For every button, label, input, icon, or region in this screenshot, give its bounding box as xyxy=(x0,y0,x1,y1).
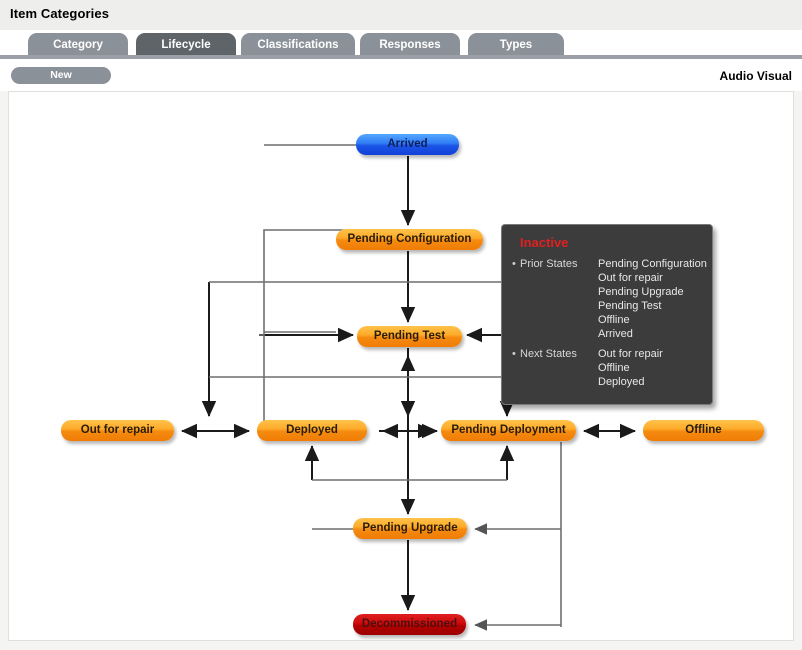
state-node-offline[interactable]: Offline xyxy=(643,420,764,441)
state-node-arrived[interactable]: Arrived xyxy=(356,134,459,155)
tooltip-title: Inactive xyxy=(520,235,569,250)
tooltip-value: Pending Upgrade xyxy=(598,286,684,298)
tooltip-value: Offline xyxy=(598,314,630,326)
bullet-icon: • xyxy=(512,258,516,270)
page-title: Item Categories xyxy=(10,6,110,21)
tab-underline xyxy=(0,55,802,59)
context-label: Audio Visual xyxy=(719,69,792,83)
tooltip-value: Pending Test xyxy=(598,300,662,312)
tooltip-value: Out for repair xyxy=(598,348,663,360)
state-node-pending-test[interactable]: Pending Test xyxy=(357,326,462,347)
state-node-pending-upgrade[interactable]: Pending Upgrade xyxy=(353,518,467,539)
tab-responses[interactable]: Responses xyxy=(360,33,460,58)
state-info-tooltip: Inactive • Prior States Pending Configurat… xyxy=(501,224,713,405)
state-node-pending-deployment[interactable]: Pending Deployment xyxy=(441,420,576,441)
state-node-out-for-repair[interactable]: Out for repair xyxy=(61,420,174,441)
state-node-decommissioned[interactable]: Decommissioned xyxy=(353,614,466,635)
tab-lifecycle[interactable]: Lifecycle xyxy=(136,33,236,58)
tooltip-value: Arrived xyxy=(598,328,633,340)
toolbar: New Audio Visual xyxy=(0,59,802,91)
title-bar: Item Categories xyxy=(0,0,802,30)
tooltip-section-key: Prior States xyxy=(520,258,578,270)
tooltip-section-key: Next States xyxy=(520,348,577,360)
state-node-deployed[interactable]: Deployed xyxy=(257,420,367,441)
tab-types[interactable]: Types xyxy=(468,33,564,58)
tab-classifications[interactable]: Classifications xyxy=(241,33,355,58)
tooltip-value: Offline xyxy=(598,362,630,374)
diagram-edges xyxy=(181,144,636,631)
tooltip-value: Deployed xyxy=(598,376,645,388)
state-node-pending-configuration[interactable]: Pending Configuration xyxy=(336,229,483,250)
tab-category[interactable]: Category xyxy=(28,33,128,58)
bullet-icon: • xyxy=(512,348,516,360)
new-button[interactable]: New xyxy=(11,67,111,84)
tooltip-value: Out for repair xyxy=(598,272,663,284)
tooltip-value: Pending Configuration xyxy=(598,258,707,270)
